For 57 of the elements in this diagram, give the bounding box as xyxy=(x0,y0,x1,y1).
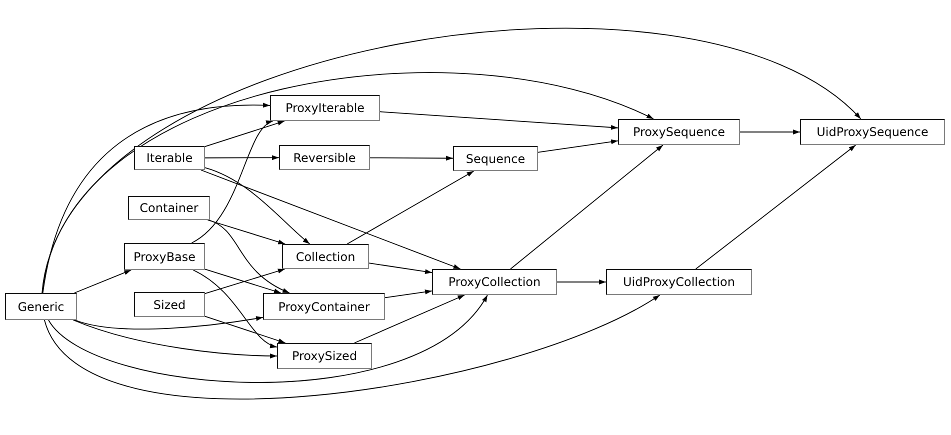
class-box xyxy=(279,145,370,170)
inheritance-arrow xyxy=(207,220,286,244)
class-box xyxy=(606,269,752,295)
inheritance-arrow xyxy=(74,316,264,330)
class-box xyxy=(453,146,538,171)
class-name: ProxyContainer xyxy=(278,300,370,314)
inheritance-arrow xyxy=(72,320,278,358)
class-box xyxy=(124,243,205,270)
inheritance-arrow xyxy=(354,294,466,344)
inheritance-arrow xyxy=(380,111,618,130)
class-name: Iterable xyxy=(146,151,193,165)
class-box xyxy=(270,95,380,121)
class-box xyxy=(618,119,740,145)
class-name: ProxySequence xyxy=(632,125,726,139)
class-box xyxy=(5,293,77,320)
inheritance-arrow xyxy=(74,270,132,294)
class-name: UidProxyCollection xyxy=(623,275,735,289)
inheritance-arrow xyxy=(384,290,432,298)
inheritance-arrow xyxy=(740,130,800,134)
class-box xyxy=(263,293,385,320)
inheritance-arrow xyxy=(192,270,278,348)
class-name: Sequence xyxy=(466,152,526,166)
inheritance-arrow xyxy=(204,167,310,244)
inheritance-arrow xyxy=(510,144,664,270)
inheritance-arrow xyxy=(695,144,856,270)
inheritance-arrow xyxy=(208,220,290,294)
class-name: Container xyxy=(140,201,198,215)
class-name: UidProxySequence xyxy=(816,125,928,139)
class-box xyxy=(134,292,205,317)
class-name: ProxyIterable xyxy=(285,101,365,115)
inheritance-arrow xyxy=(44,294,660,400)
class-box xyxy=(800,119,945,145)
inheritance-arrow xyxy=(200,170,461,270)
inheritance-arrow xyxy=(48,294,488,383)
class-box xyxy=(134,146,205,170)
inheritance-arrow xyxy=(346,170,474,244)
inheritance-arrow xyxy=(204,155,280,160)
class-name: Generic xyxy=(18,300,64,314)
inheritance-arrow xyxy=(204,120,286,148)
inheritance-arrow xyxy=(42,103,270,294)
class-box xyxy=(282,244,369,269)
class-box xyxy=(277,343,372,369)
inheritance-arrow xyxy=(191,120,274,244)
class-name: Collection xyxy=(296,250,356,264)
inheritance-arrow xyxy=(368,262,432,274)
inheritance-arrow xyxy=(556,280,606,284)
class-name: ProxyCollection xyxy=(448,275,541,289)
inheritance-arrow xyxy=(42,72,654,294)
inheritance-arrow xyxy=(370,156,454,161)
inheritance-arrow xyxy=(538,139,618,153)
class-name: Sized xyxy=(153,298,186,312)
class-box xyxy=(432,269,557,295)
class-name: ProxySized xyxy=(292,349,358,363)
inheritance-arrow xyxy=(204,316,286,344)
class-name: ProxyBase xyxy=(133,250,196,264)
class-name: Reversible xyxy=(293,150,356,164)
class-box xyxy=(128,196,210,220)
